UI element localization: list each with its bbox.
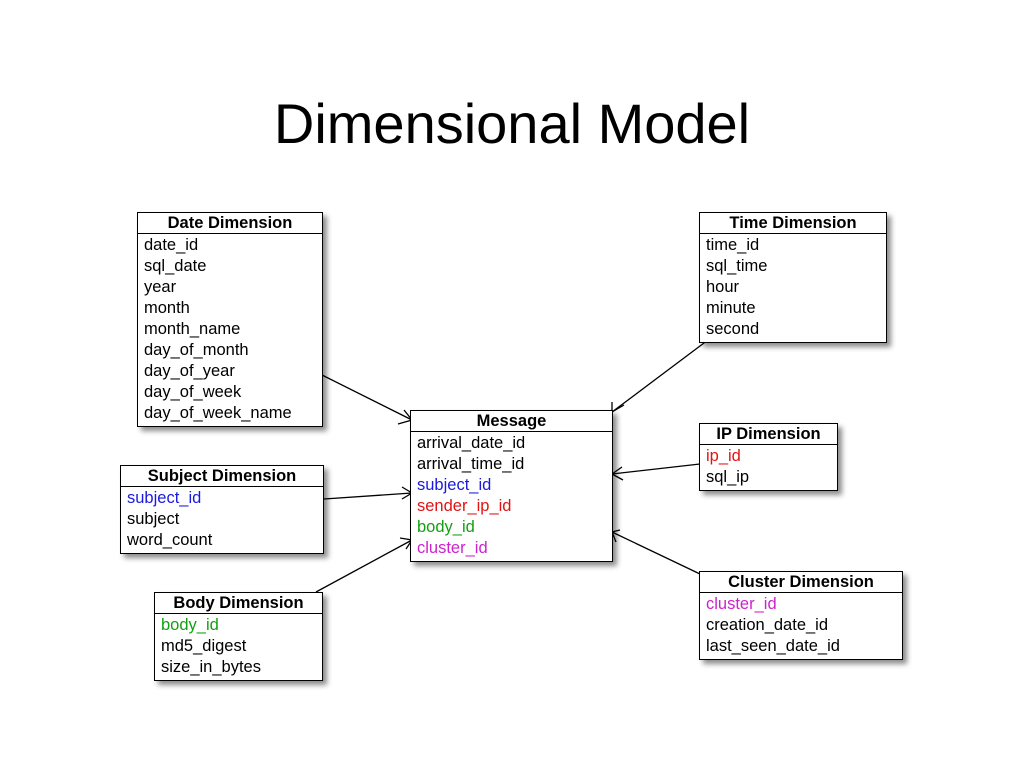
date-table-header: Date Dimension (138, 213, 322, 234)
cluster-dimension-table: Cluster Dimension cluster_id creation_date… (699, 571, 903, 660)
crowsfoot-cluster-message (611, 529, 621, 543)
field-month: month (144, 299, 190, 317)
field-body-id: body_id (161, 616, 219, 634)
field-creation-date-id: creation_date_id (706, 616, 829, 634)
ip-table-header: IP Dimension (700, 424, 837, 445)
body-dimension-table: Body Dimension body_id md5_digest size_in_b… (154, 592, 323, 681)
field-size-in-bytes: size_in_bytes (161, 658, 261, 676)
field-hour: hour (706, 278, 740, 296)
ip-field-list: ip_id sql_ip (700, 445, 837, 490)
connector-body-message (315, 539, 413, 593)
field-day-of-week: day_of_week (144, 383, 242, 401)
connector-time-message (611, 339, 709, 413)
connector-date-message (321, 374, 413, 421)
body-field-list: body_id md5_digest size_in_bytes (155, 614, 322, 680)
field-time-id: time_id (706, 236, 760, 254)
field-cluster-id: cluster_id (706, 595, 777, 613)
field-word-count: word_count (127, 531, 213, 549)
field-minute: minute (706, 299, 756, 317)
connector-ip-message (611, 463, 701, 475)
field-day-of-week-name: day_of_week_name (144, 404, 292, 422)
field-subject: subject (127, 510, 180, 528)
field-ip-id: ip_id (706, 447, 741, 465)
field-subject-id: subject_id (417, 476, 492, 494)
ip-dimension-table: IP Dimension ip_id sql_ip (699, 423, 838, 491)
connector-cluster-message (611, 531, 701, 575)
message-table-header: Message (411, 411, 612, 432)
message-field-list: arrival_date_id arrival_time_id subject_id… (411, 432, 612, 561)
field-body-id: body_id (417, 518, 475, 536)
slide-title: Dimensional Model (273, 92, 751, 155)
field-date-id: date_id (144, 236, 199, 254)
time-table-header: Time Dimension (700, 213, 886, 234)
field-year: year (144, 278, 177, 296)
field-arrival-time-id: arrival_time_id (417, 455, 525, 473)
field-subject-id: subject_id (127, 489, 202, 507)
field-sql-time: sql_time (706, 257, 768, 275)
subject-table-header: Subject Dimension (121, 466, 323, 487)
field-month-name: month_name (144, 320, 241, 338)
field-cluster-id: cluster_id (417, 539, 488, 557)
connector-subject-message (323, 492, 413, 500)
cluster-table-header: Cluster Dimension (700, 572, 902, 593)
body-table-header: Body Dimension (155, 593, 322, 614)
field-sql-date: sql_date (144, 257, 207, 275)
field-sender-ip-id: sender_ip_id (417, 497, 512, 515)
cluster-field-list: cluster_id creation_date_id last_seen_date… (700, 593, 902, 659)
field-md5-digest: md5_digest (161, 637, 247, 655)
field-arrival-date-id: arrival_date_id (417, 434, 526, 452)
field-last-seen-date-id: last_seen_date_id (706, 637, 840, 655)
field-sql-ip: sql_ip (706, 468, 750, 486)
field-second: second (706, 320, 760, 338)
field-day-of-month: day_of_month (144, 341, 249, 359)
field-day-of-year: day_of_year (144, 362, 235, 380)
